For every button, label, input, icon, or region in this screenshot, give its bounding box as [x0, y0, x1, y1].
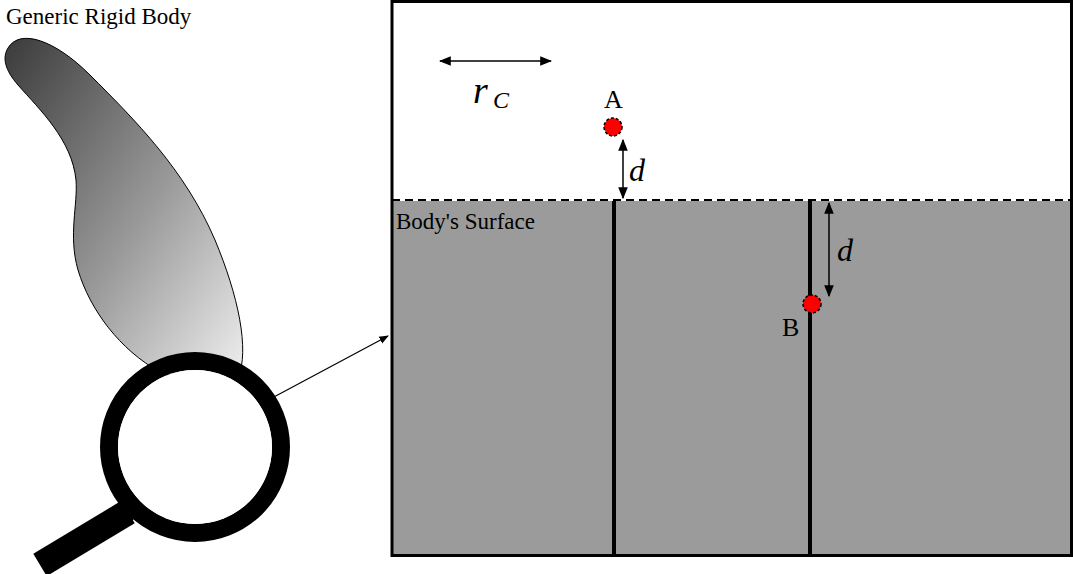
body-region — [392, 201, 1072, 555]
dimension-label: d — [629, 154, 645, 186]
zoom-frame — [392, 2, 1072, 556]
subscript: C — [493, 88, 509, 112]
dimension-label: d — [837, 234, 853, 266]
point-label: B — [782, 315, 799, 341]
crack-line — [612, 201, 616, 555]
body-title: Generic Rigid Body — [6, 5, 191, 28]
crack-line — [808, 201, 812, 555]
region-label: Body's Surface — [396, 210, 535, 233]
dimension-arrow — [828, 203, 830, 296]
lens-interior — [118, 370, 272, 524]
point-b — [803, 295, 821, 313]
dimension-symbol: r — [473, 71, 488, 109]
dimension-arrow — [622, 140, 624, 198]
point-a — [604, 118, 622, 136]
point-label: A — [604, 87, 623, 113]
rigid-body — [5, 38, 243, 388]
surface-line — [392, 199, 1072, 201]
dimension-arrow — [440, 60, 551, 62]
zoom-arrow — [272, 336, 388, 398]
magnifier-lens — [109, 361, 281, 533]
